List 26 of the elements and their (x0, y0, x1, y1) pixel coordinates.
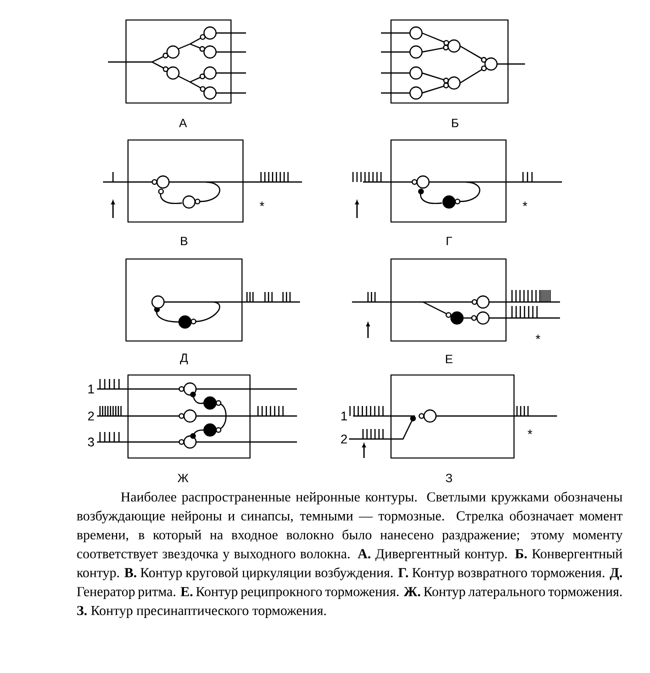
figure-label: * (536, 334, 540, 340)
figure-label: * (528, 430, 532, 434)
panel-letter: Ж (178, 474, 188, 482)
panel-letter: Е (446, 354, 452, 364)
panel-frame (125, 19, 232, 104)
panel-letter: З (446, 474, 452, 482)
caption: Наиболее распространенные нейронные контуры. Светлыми кружками обозначены возбуждающие нейроны и синапсы, темными — тормозные. Стрелка обозначает момент времени, в который на входное волокно было нанесено раздражение; этому моменту соответствует звездочка у выходного волокна. А. Дивергентный контур. Б. Конвергентный контур. В. Контур круговой циркуляции возбуждения. Г. Контур возвратного торможения. Д. Генератор ритма. Е. Контур реципрокного торможения. Ж. Контур латерального торможения. З. Контур пресинаптического торможения. (76, 492, 623, 618)
figure-label: 2 (88, 412, 94, 420)
panel-frame (390, 258, 507, 342)
panel-frame (390, 374, 515, 459)
panel-letter: В (180, 236, 188, 246)
panel-frame (127, 139, 244, 223)
figure-label: 1 (341, 412, 347, 420)
figure-label: 2 (341, 434, 347, 444)
figure-label: 3 (88, 438, 94, 446)
figure-label: * (522, 202, 528, 206)
panel-letter: Д (180, 354, 188, 364)
panel-letter: Б (452, 118, 458, 128)
panel-frame (390, 19, 509, 104)
panel-letter: А (179, 118, 187, 128)
figure-label: * (260, 202, 264, 206)
panel-frame (127, 374, 251, 459)
panel-letter: Г (446, 236, 452, 246)
panel-frame (125, 258, 243, 342)
panel-frame (390, 139, 507, 223)
figure-label: 1 (88, 384, 94, 394)
